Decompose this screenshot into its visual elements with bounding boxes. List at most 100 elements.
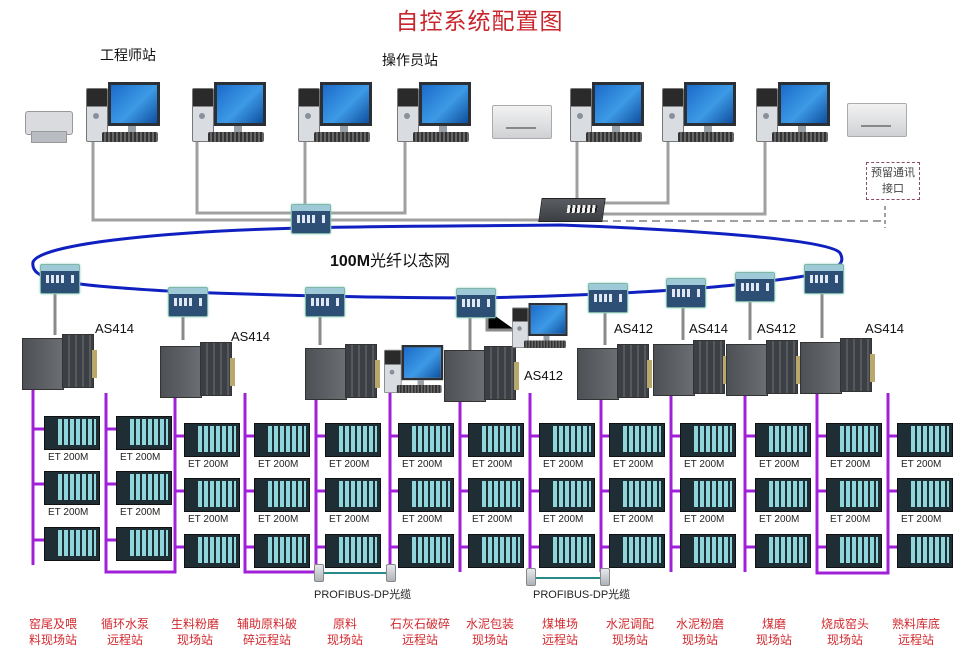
profibus-connector-icon xyxy=(600,568,610,586)
olm-module-icon xyxy=(305,287,345,317)
profibus-dp-label: PROFIBUS-DP光缆 xyxy=(314,589,412,601)
station-label: 水泥粉磨现场站 xyxy=(660,616,740,648)
et200m-rack-icon xyxy=(468,534,524,568)
et200m-label: ET 200M xyxy=(48,507,89,518)
et200m-label: ET 200M xyxy=(901,459,942,470)
et200m-label: ET 200M xyxy=(759,459,800,470)
olm-module-icon xyxy=(456,288,496,318)
station-label-line1: 循环水泵 xyxy=(100,617,149,631)
station-label: 生料粉磨现场站 xyxy=(155,616,235,648)
station-label: 水泥调配现场站 xyxy=(590,616,670,648)
et200m-label: ET 200M xyxy=(830,514,871,525)
station-label: 水泥包装现场站 xyxy=(450,616,530,648)
plc-model-label: AS412 xyxy=(757,321,797,336)
olm-module-icon xyxy=(588,283,628,313)
engineer-station-label: 工程师站 xyxy=(100,48,156,64)
station-label-line2: 远程站 xyxy=(541,633,578,647)
et200m-rack-icon xyxy=(755,423,811,457)
olm-module-icon xyxy=(666,278,706,308)
station-label: 循环水泵远程站 xyxy=(85,616,165,648)
plc-model-label: AS414 xyxy=(865,321,905,336)
et200m-rack-icon xyxy=(254,478,310,512)
station-label-line2: 现场站 xyxy=(611,633,648,647)
plc-model-label: AS414 xyxy=(231,329,271,344)
et200m-rack-icon xyxy=(325,478,381,512)
et200m-rack-icon xyxy=(897,534,953,568)
plc-controller-icon xyxy=(160,340,236,398)
station-label-line2: 现场站 xyxy=(755,633,792,647)
network-switch-icon xyxy=(538,198,606,222)
station-label: 烧成窑头现场站 xyxy=(805,616,885,648)
local-workstation-icon xyxy=(512,303,568,353)
olm-module-icon xyxy=(168,287,208,317)
plc-controller-icon xyxy=(653,338,729,396)
et200m-rack-icon xyxy=(897,423,953,457)
station-label: 辅助原料破碎远程站 xyxy=(227,616,307,648)
station-label-line1: 辅助原料破 xyxy=(236,617,297,631)
operator-station-label: 操作员站 xyxy=(382,53,438,69)
plc-controller-icon xyxy=(726,338,802,396)
profibus-connector-icon xyxy=(526,568,536,586)
page-title: 自控系统配置图 xyxy=(395,9,564,35)
et200m-rack-icon xyxy=(468,478,524,512)
ethernet-cables xyxy=(91,141,767,222)
plc-controller-icon xyxy=(577,342,653,400)
station-label-line1: 窑尾及喂 xyxy=(28,617,77,631)
plc-controller-icon xyxy=(444,344,520,402)
et200m-label: ET 200M xyxy=(613,514,654,525)
et200m-label: ET 200M xyxy=(188,514,229,525)
et200m-rack-icon xyxy=(44,416,100,450)
et200m-rack-icon xyxy=(116,416,172,450)
et200m-label: ET 200M xyxy=(759,514,800,525)
et200m-rack-icon xyxy=(398,423,454,457)
network-label: 100M光纤以态网 xyxy=(330,251,451,270)
et200m-rack-icon xyxy=(184,534,240,568)
et200m-label: ET 200M xyxy=(543,514,584,525)
station-label-line1: 水泥粉磨 xyxy=(675,617,724,631)
et200m-rack-icon xyxy=(184,423,240,457)
et200m-rack-icon xyxy=(680,423,736,457)
et200m-label: ET 200M xyxy=(543,459,584,470)
station-label-line1: 熟料库底 xyxy=(891,617,940,631)
olm-module-icon xyxy=(804,264,844,294)
station-label-line1: 水泥包装 xyxy=(465,617,514,631)
et200m-label: ET 200M xyxy=(120,507,161,518)
printer-icon xyxy=(847,103,907,137)
station-label: 原料现场站 xyxy=(305,616,385,648)
olm-module-icon xyxy=(735,272,775,302)
et200m-rack-icon xyxy=(755,534,811,568)
et200m-label: ET 200M xyxy=(188,459,229,470)
et200m-rack-icon xyxy=(609,423,665,457)
et200m-label: ET 200M xyxy=(402,514,443,525)
et200m-label: ET 200M xyxy=(48,452,89,463)
et200m-rack-icon xyxy=(325,534,381,568)
et200m-label: ET 200M xyxy=(684,514,725,525)
et200m-rack-icon xyxy=(398,534,454,568)
station-label-line2: 远程站 xyxy=(106,633,143,647)
printer-icon xyxy=(25,105,73,143)
plc-model-label: AS414 xyxy=(95,321,135,336)
station-label-line2: 现场站 xyxy=(176,633,213,647)
et200m-rack-icon xyxy=(609,478,665,512)
et200m-label: ET 200M xyxy=(472,459,513,470)
station-label: 窑尾及喂料现场站 xyxy=(13,616,93,648)
profibus-dp-label: PROFIBUS-DP光缆 xyxy=(533,589,631,601)
station-label-line1: 烧成窑头 xyxy=(820,617,869,631)
station-label-line1: 水泥调配 xyxy=(605,617,654,631)
et200m-rack-icon xyxy=(897,478,953,512)
operator-workstation-icon xyxy=(298,82,372,148)
et200m-label: ET 200M xyxy=(830,459,871,470)
et200m-rack-icon xyxy=(116,527,172,561)
plc-model-label: AS412 xyxy=(524,368,564,383)
station-label-line2: 现场站 xyxy=(326,633,363,647)
operator-workstation-icon xyxy=(397,82,471,148)
station-label-line2: 碎远程站 xyxy=(242,633,291,647)
station-label-line2: 远程站 xyxy=(401,633,438,647)
profibus-dp-buses xyxy=(31,385,897,575)
station-label: 熟料库底远程站 xyxy=(876,616,956,648)
et200m-label: ET 200M xyxy=(472,514,513,525)
reserved-interface-label: 预留通讯接口 xyxy=(871,166,915,195)
profibus-fiber-links xyxy=(318,572,604,579)
et200m-rack-icon xyxy=(44,471,100,505)
et200m-rack-icon xyxy=(826,534,882,568)
